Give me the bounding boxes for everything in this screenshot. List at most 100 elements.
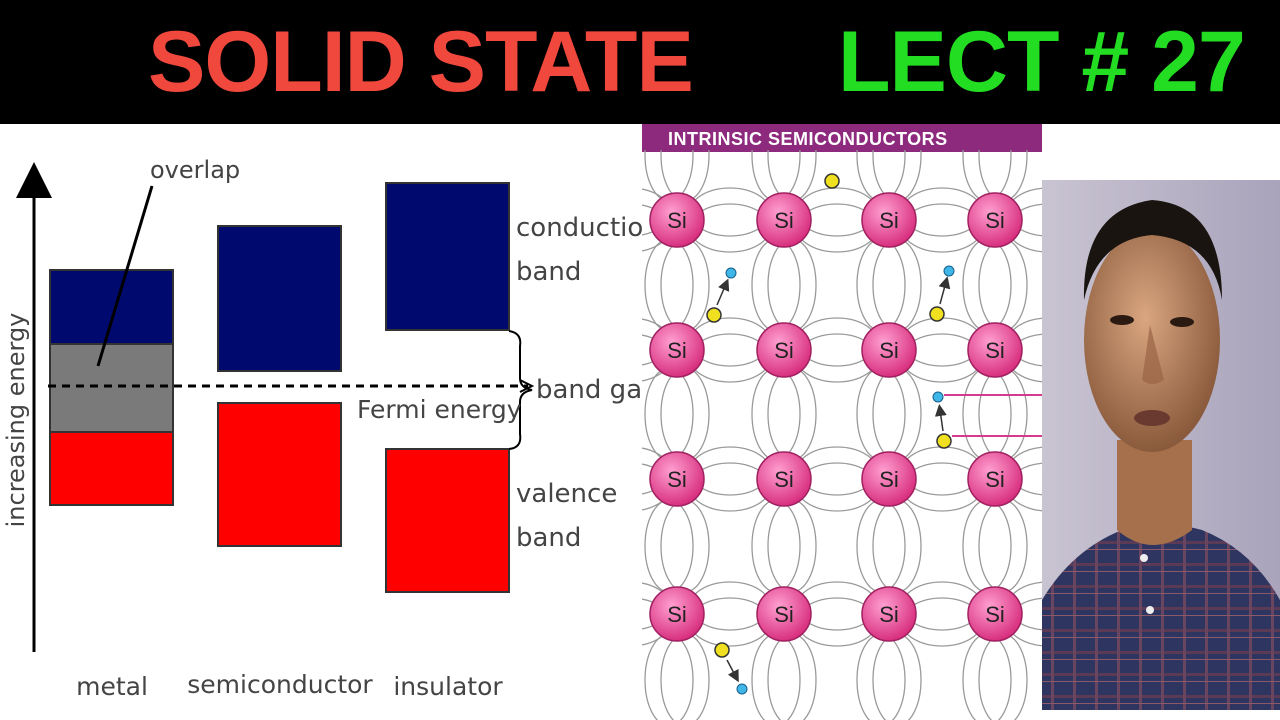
silicon-atom: Si: [861, 322, 917, 378]
silicon-atom: Si: [967, 192, 1023, 248]
free-electrons: [706, 173, 952, 658]
conduction-band-label-line1: conduction: [516, 213, 642, 243]
presenter-photo: [1042, 180, 1280, 710]
bond-ellipse: [767, 499, 817, 593]
hole: [932, 391, 944, 403]
bond-ellipse: [644, 499, 694, 593]
silicon-atom-sphere: [649, 451, 705, 507]
bond-ellipse: [856, 238, 906, 332]
silicon-atom-label: Si: [774, 602, 794, 627]
bond-ellipse: [872, 367, 922, 461]
band-gap-brace: [508, 330, 533, 450]
silicon-atom-sphere: [756, 322, 812, 378]
silicon-atom: Si: [649, 586, 705, 642]
material-label-insulator: insulator: [393, 672, 503, 701]
electron: [929, 306, 945, 322]
silicon-atom: Si: [861, 192, 917, 248]
presenter-person-icon: [1042, 180, 1280, 710]
silicon-atom-sphere: [861, 451, 917, 507]
metal-valence-band: [49, 431, 174, 506]
silicon-atom-sphere: [967, 586, 1023, 642]
title-lecture-number: LECT # 27: [838, 14, 1246, 110]
overlap-label: overlap: [150, 156, 240, 184]
silicon-atom-sphere: [649, 192, 705, 248]
bond-ellipse: [644, 238, 694, 332]
valence-band-label-line2: band: [516, 523, 581, 553]
silicon-atom: Si: [967, 451, 1023, 507]
bond-ellipse: [978, 499, 1028, 593]
bond-ellipse: [767, 238, 817, 332]
silicon-atom-label: Si: [879, 602, 899, 627]
valence-band-label-line1: valence: [516, 479, 617, 509]
bond-ellipse: [978, 367, 1028, 461]
silicon-atom-label: Si: [879, 208, 899, 233]
silicon-atom-label: Si: [879, 467, 899, 492]
energy-band-diagram: increasing energy overlap conduction ban…: [2, 156, 642, 701]
insulator-conduction-band: [385, 182, 510, 331]
metal-conduction-band: [49, 269, 174, 345]
material-label-semiconductor: semiconductor: [187, 670, 373, 699]
silicon-atom-label: Si: [774, 467, 794, 492]
fermi-arrow-tip: [519, 379, 535, 393]
silicon-atom-label: Si: [985, 208, 1005, 233]
silicon-atom-sphere: [967, 451, 1023, 507]
bond-ellipse: [856, 367, 906, 461]
band-gap-label: band gap: [536, 375, 642, 405]
semiconductor-valence-band: [217, 402, 342, 547]
title-solid-state: SOLID STATE: [148, 14, 694, 110]
bond-ellipse: [644, 367, 694, 461]
silicon-atom-label: Si: [985, 338, 1005, 363]
silicon-atom: Si: [967, 322, 1023, 378]
silicon-atom: Si: [967, 586, 1023, 642]
silicon-atom: Si: [756, 192, 812, 248]
bond-ellipse: [962, 499, 1012, 593]
silicon-atom-label: Si: [879, 338, 899, 363]
bond-ellipse: [751, 499, 801, 593]
bond-ellipse: [751, 367, 801, 461]
bond-ellipse: [660, 238, 710, 332]
energy-axis-label: increasing energy: [2, 313, 30, 528]
silicon-atom: Si: [756, 451, 812, 507]
holes: [725, 265, 955, 695]
silicon-atom-sphere: [756, 586, 812, 642]
silicon-atom-sphere: [649, 586, 705, 642]
fermi-energy-label: Fermi energy: [357, 395, 522, 424]
silicon-atom: Si: [649, 192, 705, 248]
metal-overlap-region: [49, 343, 174, 433]
banner-background: [642, 124, 1042, 152]
electron: [824, 173, 840, 189]
material-label-metal: metal: [76, 672, 148, 701]
silicon-atom: Si: [649, 322, 705, 378]
silicon-atom-label: Si: [667, 208, 687, 233]
silicon-atom: Si: [649, 451, 705, 507]
silicon-atom-sphere: [756, 192, 812, 248]
silicon-atom: Si: [756, 322, 812, 378]
silicon-atom: Si: [756, 586, 812, 642]
electron: [706, 307, 722, 323]
silicon-atom-sphere: [756, 451, 812, 507]
bond-ellipse: [872, 238, 922, 332]
electron-motion-arrows: [716, 276, 951, 683]
silicon-atom-sphere: [861, 322, 917, 378]
bond-ellipse: [660, 367, 710, 461]
silicon-atom: Si: [861, 586, 917, 642]
semiconductor-conduction-band: [217, 225, 342, 372]
header-bar: SOLID STATE LECT # 27: [0, 0, 1280, 124]
silicon-atom-sphere: [967, 322, 1023, 378]
silicon-atom-sphere: [861, 586, 917, 642]
silicon-atom-label: Si: [667, 338, 687, 363]
silicon-atom-label: Si: [774, 338, 794, 363]
bond-ellipse: [978, 238, 1028, 332]
silicon-atom-sphere: [861, 192, 917, 248]
silicon-atom-label: Si: [667, 602, 687, 627]
hole: [943, 265, 955, 277]
bond-ellipse: [660, 499, 710, 593]
bond-ellipse: [856, 499, 906, 593]
bond-ellipse: [962, 238, 1012, 332]
banner-title: INTRINSIC SEMICONDUCTORS: [668, 129, 948, 149]
silicon-atom-sphere: [967, 192, 1023, 248]
bond-ellipse: [962, 367, 1012, 461]
bond-ellipse: [767, 367, 817, 461]
silicon-atom-sphere: [649, 322, 705, 378]
